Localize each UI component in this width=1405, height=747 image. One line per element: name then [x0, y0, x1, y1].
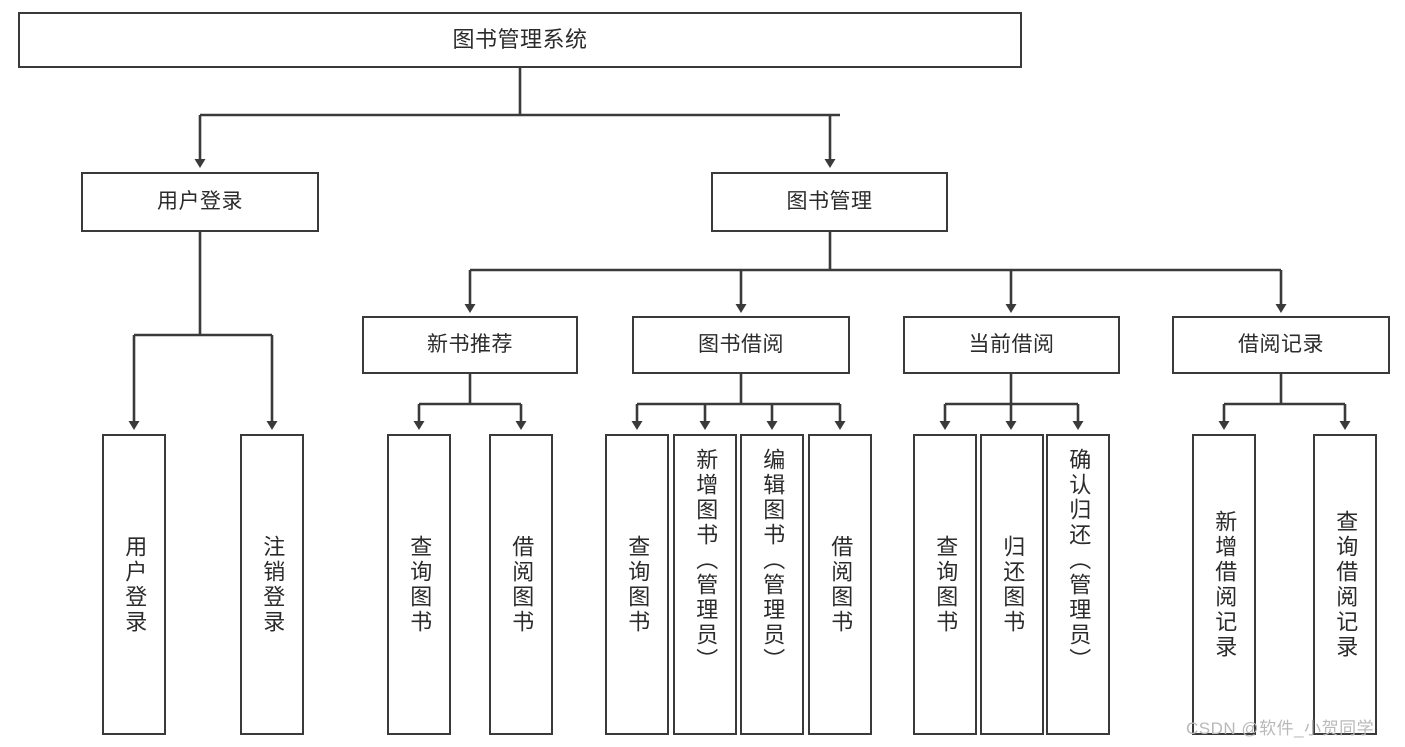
node-leaf-add-book-label: 新增图书（管理员） [693, 448, 719, 673]
node-root-label: 图书管理系统 [452, 27, 588, 53]
node-leaf-return-book-label: 归还图书 [1000, 534, 1026, 635]
node-leaf-edit-book[interactable]: 编辑图书（管理员） [740, 434, 804, 735]
node-leaf-borrow-book-1-label: 借阅图书 [509, 534, 535, 635]
node-borrow-record[interactable]: 借阅记录 [1172, 316, 1390, 374]
node-leaf-borrow-book-2-label: 借阅图书 [828, 534, 854, 635]
node-leaf-add-record-label: 新增借阅记录 [1212, 509, 1238, 660]
node-leaf-borrow-book-1[interactable]: 借阅图书 [489, 434, 553, 735]
node-new-book-recommend-label: 新书推荐 [427, 332, 513, 356]
csdn-watermark: CSDN @软件_小贺同学 [1186, 719, 1375, 738]
node-leaf-query-record-label: 查询借阅记录 [1333, 509, 1359, 660]
node-leaf-query-book-3[interactable]: 查询图书 [913, 434, 977, 735]
node-leaf-user-login[interactable]: 用户登录 [102, 434, 166, 735]
node-book-borrow[interactable]: 图书借阅 [632, 316, 850, 374]
node-book-management[interactable]: 图书管理 [711, 172, 948, 232]
node-leaf-query-book-1-label: 查询图书 [407, 534, 433, 635]
node-current-borrow[interactable]: 当前借阅 [903, 316, 1120, 374]
node-user-login-label: 用户登录 [157, 189, 243, 213]
node-leaf-borrow-book-2[interactable]: 借阅图书 [808, 434, 872, 735]
node-leaf-return-book[interactable]: 归还图书 [980, 434, 1044, 735]
node-leaf-query-book-1[interactable]: 查询图书 [387, 434, 451, 735]
node-book-management-label: 图书管理 [786, 189, 873, 213]
node-leaf-query-book-2[interactable]: 查询图书 [605, 434, 669, 735]
node-current-borrow-label: 当前借阅 [968, 332, 1055, 356]
node-new-book-recommend[interactable]: 新书推荐 [362, 316, 578, 374]
node-book-borrow-label: 图书借阅 [698, 332, 784, 356]
node-leaf-query-record[interactable]: 查询借阅记录 [1313, 434, 1377, 735]
node-leaf-user-login-label: 用户登录 [122, 534, 148, 635]
node-leaf-user-logout-label: 注销登录 [260, 534, 286, 635]
node-leaf-add-book[interactable]: 新增图书（管理员） [673, 434, 737, 735]
node-leaf-confirm-return-label: 确认归还（管理员） [1066, 448, 1092, 673]
node-leaf-query-book-3-label: 查询图书 [933, 534, 959, 635]
node-leaf-edit-book-label: 编辑图书（管理员） [760, 448, 786, 673]
node-borrow-record-label: 借阅记录 [1238, 332, 1324, 356]
node-root[interactable]: 图书管理系统 [18, 12, 1022, 68]
node-leaf-query-book-2-label: 查询图书 [625, 534, 651, 635]
node-leaf-add-record[interactable]: 新增借阅记录 [1192, 434, 1256, 735]
node-leaf-confirm-return[interactable]: 确认归还（管理员） [1046, 434, 1110, 735]
node-user-login[interactable]: 用户登录 [81, 172, 319, 232]
node-leaf-user-logout[interactable]: 注销登录 [240, 434, 304, 735]
